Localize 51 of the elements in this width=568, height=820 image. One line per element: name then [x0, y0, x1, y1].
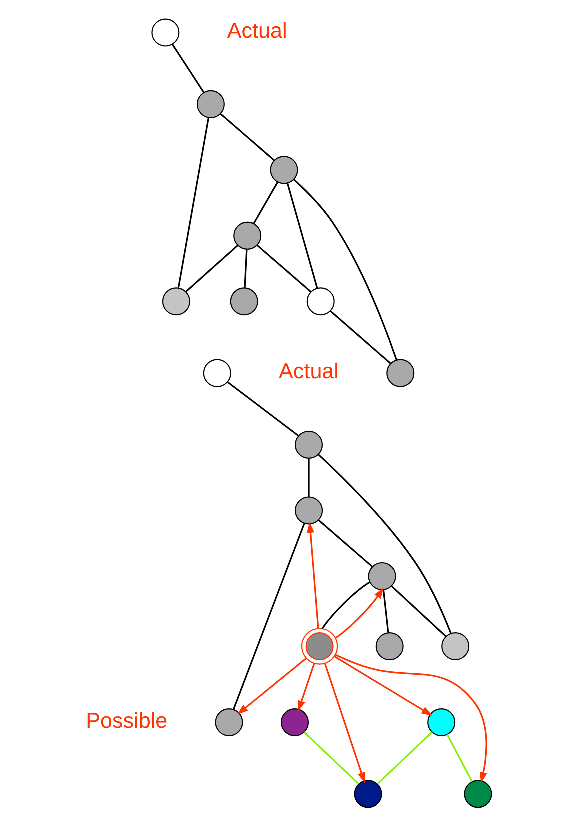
arrow: [335, 587, 384, 638]
connector: [303, 731, 359, 784]
connector: [185, 244, 238, 292]
connector: [256, 244, 312, 292]
connector: [220, 112, 275, 161]
node-circle: [151, 18, 180, 46]
arrow: [334, 654, 487, 783]
connector: [390, 585, 446, 637]
node-circle: [464, 780, 492, 808]
node-circle: [202, 358, 231, 387]
node-circle: [368, 562, 396, 590]
node-circle: [441, 632, 470, 660]
node-circle: [233, 221, 262, 250]
arrow: [324, 662, 365, 783]
label: Possible: [86, 707, 168, 732]
node-circle: [427, 708, 456, 736]
label: Actual: [226, 18, 287, 43]
arrow: [298, 662, 315, 712]
node-circle: [196, 90, 224, 118]
node-circle: [162, 287, 190, 316]
connector: [318, 454, 452, 634]
connector: [330, 310, 391, 364]
connector: [376, 731, 432, 784]
connector: [232, 522, 305, 710]
connector: [318, 519, 373, 568]
label: Actual: [278, 358, 338, 384]
node-circle: [270, 156, 298, 184]
node-circle: [280, 708, 309, 736]
node-circle: [300, 628, 338, 664]
node-circle: [354, 780, 382, 808]
connector: [226, 381, 299, 436]
connector: [177, 117, 210, 288]
connector: [171, 43, 204, 93]
connector: [382, 589, 389, 633]
connector: [286, 182, 318, 288]
connector: [446, 734, 472, 782]
arrow: [306, 522, 319, 628]
node-circle: [306, 287, 334, 316]
connector: [321, 581, 370, 629]
connector: [293, 178, 397, 360]
node-circle: [386, 358, 414, 387]
node-circle: [375, 632, 404, 660]
connector: [244, 249, 248, 288]
connector: [252, 181, 278, 224]
arrow: [236, 657, 306, 714]
arrow: [334, 655, 432, 716]
node-circle: [214, 708, 243, 736]
node-circle: [230, 287, 258, 316]
node-circle: [294, 496, 323, 524]
node-circle: [294, 430, 323, 458]
connector: [308, 458, 310, 497]
